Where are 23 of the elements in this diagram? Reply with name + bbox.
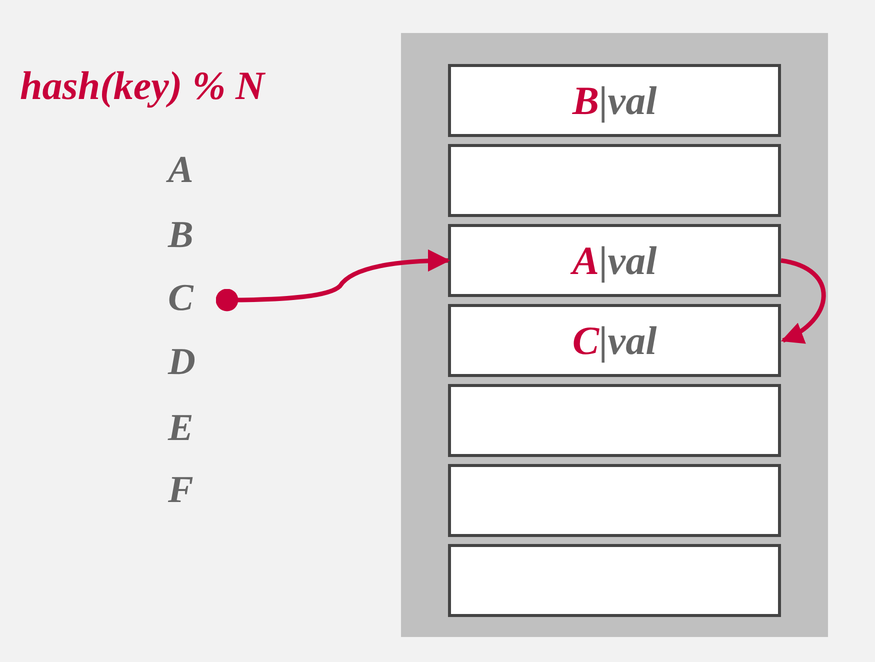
key-text: D [168,340,196,384]
key-text: E [168,406,194,450]
value-text: |val [599,317,657,364]
key-text: F [168,468,194,512]
hash-table-panel [401,33,828,637]
table-slot [448,64,781,137]
value-text: |val [599,77,657,124]
key-text: B [572,77,599,124]
key-text: C [168,276,214,320]
value-text: |val [599,237,657,284]
key-text: A [168,148,194,192]
table-slot [448,144,781,217]
title: hash(key) % N [20,62,264,109]
table-slot [448,544,781,617]
table-slot [448,304,781,377]
key-text: A [572,237,599,284]
key-text: B [168,213,194,257]
table-slot [448,384,781,457]
arrow [780,258,826,343]
arrow [216,249,450,312]
table-slot [448,224,781,297]
table-slot [448,464,781,537]
key-text: C [572,317,599,364]
